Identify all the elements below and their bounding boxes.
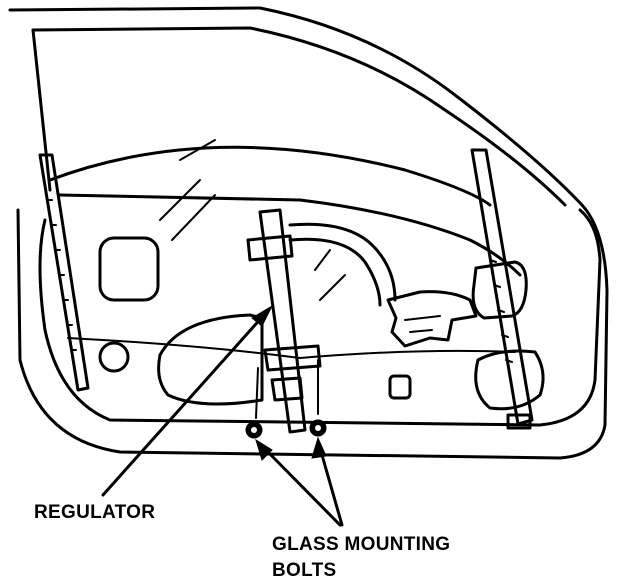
bolt-stud-left <box>255 367 259 419</box>
window-frame-inner <box>31 26 567 207</box>
lower-left-access-hole <box>157 313 264 406</box>
bolt-leader-line-right <box>318 446 344 527</box>
regulator-label: REGULATOR <box>34 502 156 523</box>
glass-reflection-4 <box>314 249 331 271</box>
round-access-hole <box>98 341 130 373</box>
glass-reflection-2 <box>159 179 201 221</box>
bolt-leader-line-left <box>262 446 342 527</box>
regulator-upper-bracket <box>246 234 294 262</box>
glass-reflection-3 <box>171 194 216 241</box>
regulator-leader-line <box>101 313 266 497</box>
window-frame-inner-left <box>31 28 52 192</box>
regulator-lower-bracket <box>270 376 304 402</box>
door-inner-panel <box>38 208 602 427</box>
rear-glass-channel <box>470 148 534 426</box>
glass-mounting-bolts-label: GLASS MOUNTING BOLTS <box>272 532 450 584</box>
bolt-right-center <box>315 425 321 431</box>
glass-mounting-label-line1: GLASS MOUNTING <box>272 534 451 555</box>
regulator-carrier-plate <box>263 344 322 372</box>
regulator-cable-inner <box>288 237 382 307</box>
rear-upper-access-hole <box>471 260 528 320</box>
bolt-left-center <box>251 427 257 433</box>
regulator-rail <box>258 208 307 434</box>
regulator-motor <box>386 290 478 348</box>
bolt-arrowhead-right <box>311 436 327 459</box>
small-access-hole <box>388 374 412 400</box>
rear-channel-hatching <box>489 259 513 363</box>
front-glass-channel <box>38 153 90 392</box>
rear-channel-bracket <box>506 413 532 430</box>
rear-lower-access-hole <box>474 349 545 411</box>
regulator-arrowhead <box>251 304 274 327</box>
regulator-cable-outer <box>288 222 397 302</box>
window-frame-outer <box>8 6 609 460</box>
upper-access-hole <box>98 236 160 302</box>
glass-top-edge <box>48 145 492 207</box>
glass-lower-edge <box>58 193 522 277</box>
front-channel-hatching <box>47 199 77 351</box>
motor-detail <box>404 315 441 333</box>
bolt-arrowhead-left <box>255 438 273 461</box>
glass-reflection-1 <box>179 139 216 161</box>
glass-mounting-label-line2: BOLTS <box>272 560 337 581</box>
door-beltline <box>67 337 516 359</box>
glass-reflection-5 <box>319 274 346 301</box>
